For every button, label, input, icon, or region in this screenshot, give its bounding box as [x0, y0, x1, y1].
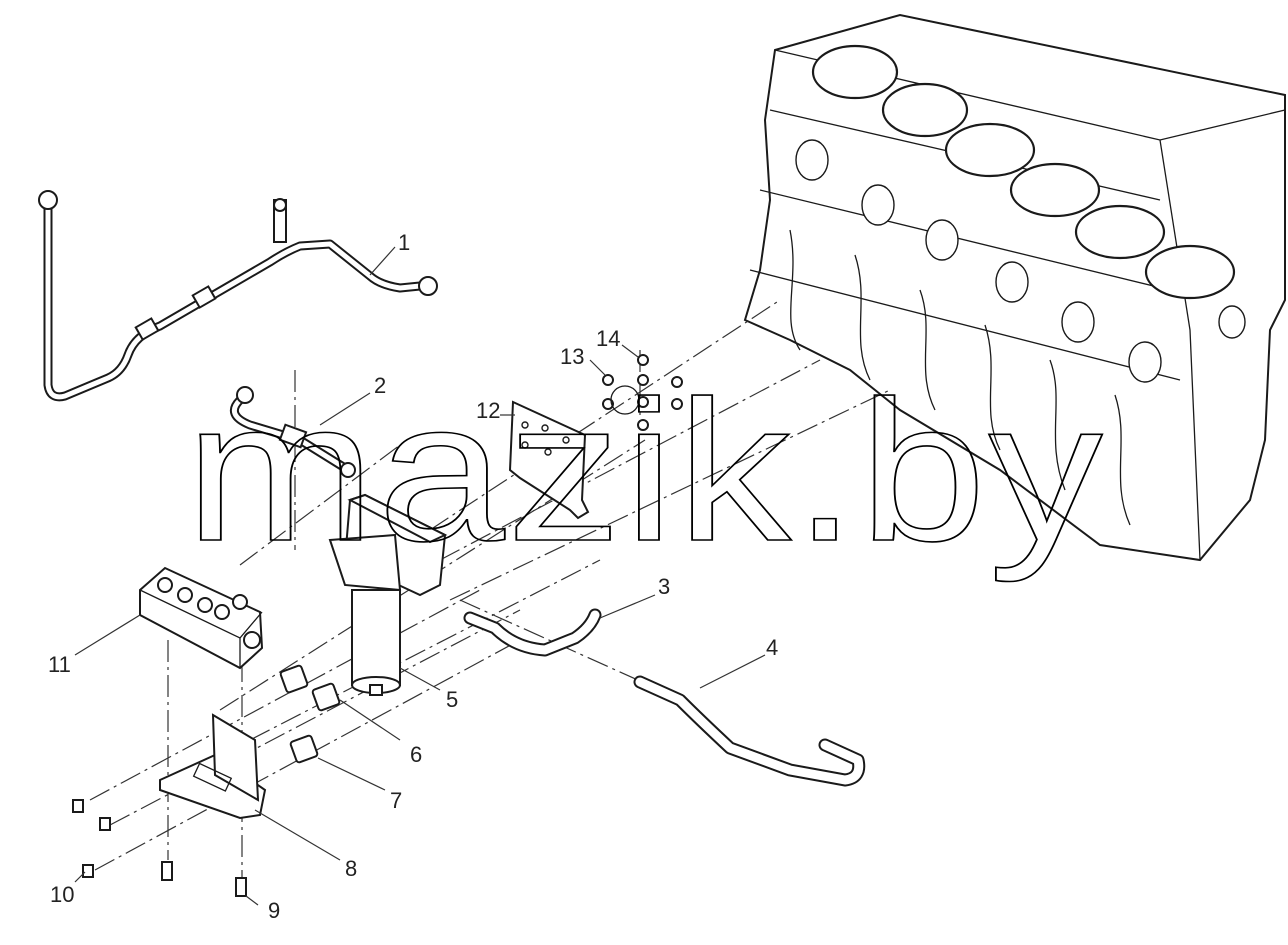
- callout-8: 8: [345, 856, 357, 881]
- side-ports: [795, 139, 1246, 383]
- part-6-spacer: [279, 664, 341, 712]
- ribs: [789, 229, 1131, 526]
- callout-2: 2: [374, 373, 386, 398]
- callout-13: 13: [560, 344, 584, 369]
- part-5-filter: [328, 493, 448, 696]
- part-9-10-bolts: [72, 799, 247, 897]
- part-3-hose: [463, 608, 602, 657]
- callout-10: 10: [50, 882, 74, 907]
- callout-6: 6: [410, 742, 422, 767]
- callout-numbers: 1 2 3 4 5 6 7 8 9 10 11 12 13 14: [48, 230, 778, 923]
- callout-1: 1: [398, 230, 410, 255]
- callout-12: 12: [476, 398, 500, 423]
- callout-7: 7: [390, 788, 402, 813]
- callout-5: 5: [446, 687, 458, 712]
- callout-4: 4: [766, 635, 778, 660]
- part-2-oil-hose: [229, 386, 356, 478]
- part-7-spacer: [289, 734, 319, 764]
- callout-14: 14: [596, 326, 620, 351]
- engine-block: [743, 13, 1286, 562]
- part-12-plate: [508, 400, 590, 520]
- part-1-oil-pipe: [38, 190, 438, 402]
- leader-lines: [74, 246, 766, 906]
- part-11-block: [139, 566, 264, 670]
- callout-3: 3: [658, 574, 670, 599]
- part-4-hose: [633, 675, 866, 787]
- watermark-text: mazik.by: [185, 360, 1105, 583]
- part-8-bracket: [159, 713, 267, 820]
- part-13-14-fasteners: [602, 354, 683, 431]
- callout-11: 11: [48, 652, 71, 677]
- callout-9: 9: [268, 898, 280, 923]
- cylinder-bores: [811, 44, 1236, 300]
